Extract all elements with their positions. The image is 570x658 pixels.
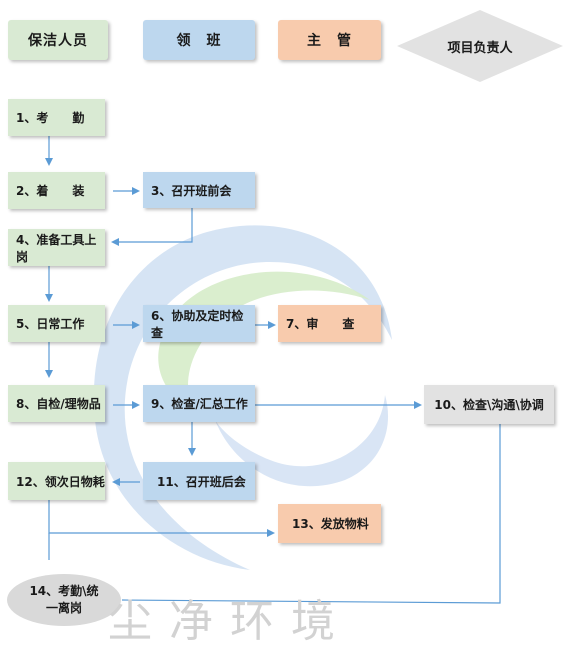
header-staff-label: 保洁人员 bbox=[28, 33, 88, 49]
step-13-label: 13、发放物料 bbox=[292, 517, 369, 531]
step-14-clock-out: 14、考勤\统 一离岗 bbox=[6, 573, 122, 627]
watermark-company-name: 尘净环境 bbox=[108, 596, 352, 647]
step-9-label: 9、检查/汇总工作 bbox=[151, 397, 248, 411]
diamond-shape bbox=[397, 10, 563, 82]
step-14-label-line1: 14、考勤\统 bbox=[29, 584, 99, 598]
step-9-check-summary: 9、检查/汇总工作 bbox=[143, 385, 255, 422]
header-supervisor-label: 主 管 bbox=[307, 33, 352, 49]
step-12-get-supplies: 12、领次日物耗 bbox=[8, 462, 105, 500]
header-supervisor: 主 管 bbox=[278, 20, 381, 60]
header-leader-label: 领 班 bbox=[176, 33, 222, 49]
step-14-label-line2: 一离岗 bbox=[45, 601, 82, 615]
step-4-prepare-tools: 4、准备工具上岗 bbox=[8, 229, 105, 266]
logo-swoosh-lower bbox=[215, 395, 389, 487]
step-8-self-check: 8、自检/理物品 bbox=[8, 385, 105, 422]
step-7-review: 7、审 查 bbox=[278, 305, 381, 342]
step-5-label: 5、日常工作 bbox=[16, 317, 85, 331]
step-6-assist-inspect: 6、协助及定时检查 bbox=[143, 305, 255, 342]
step-3-pre-shift-meeting: 3、召开班前会 bbox=[143, 172, 255, 208]
step-12-label: 12、领次日物耗 bbox=[16, 474, 105, 489]
ellipse-shape bbox=[7, 574, 121, 626]
step-5-daily-work: 5、日常工作 bbox=[8, 305, 105, 342]
step-1-attendance: 1、考 勤 bbox=[8, 99, 105, 136]
step-10-check-communicate: 10、检查\沟通\协调 bbox=[424, 385, 554, 424]
step-11-post-shift-meeting: 11、召开班后会 bbox=[143, 462, 255, 500]
header-manager: 项目负责人 bbox=[395, 8, 565, 84]
step-6-label: 6、协助及定时检查 bbox=[151, 308, 244, 340]
step-1-label: 1、考 勤 bbox=[16, 111, 85, 125]
header-leader: 领 班 bbox=[143, 20, 255, 60]
line-10-to-14 bbox=[121, 424, 501, 604]
step-13-distribute-materials: 13、发放物料 bbox=[278, 504, 381, 543]
step-11-label: 11、召开班后会 bbox=[157, 474, 246, 489]
step-7-label: 7、审 查 bbox=[286, 317, 355, 331]
step-10-label: 10、检查\沟通\协调 bbox=[434, 398, 544, 412]
arrow-3-to-4 bbox=[111, 208, 193, 246]
header-staff: 保洁人员 bbox=[8, 20, 108, 60]
arrow-12-to-13 bbox=[48, 500, 275, 537]
step-3-label: 3、召开班前会 bbox=[151, 183, 232, 198]
step-8-label: 8、自检/理物品 bbox=[16, 397, 101, 411]
header-manager-label: 项目负责人 bbox=[447, 40, 513, 56]
step-2-label: 2、着 装 bbox=[16, 184, 85, 198]
step-2-dress: 2、着 装 bbox=[8, 172, 105, 209]
step-4-label: 4、准备工具上岗 bbox=[16, 232, 97, 264]
